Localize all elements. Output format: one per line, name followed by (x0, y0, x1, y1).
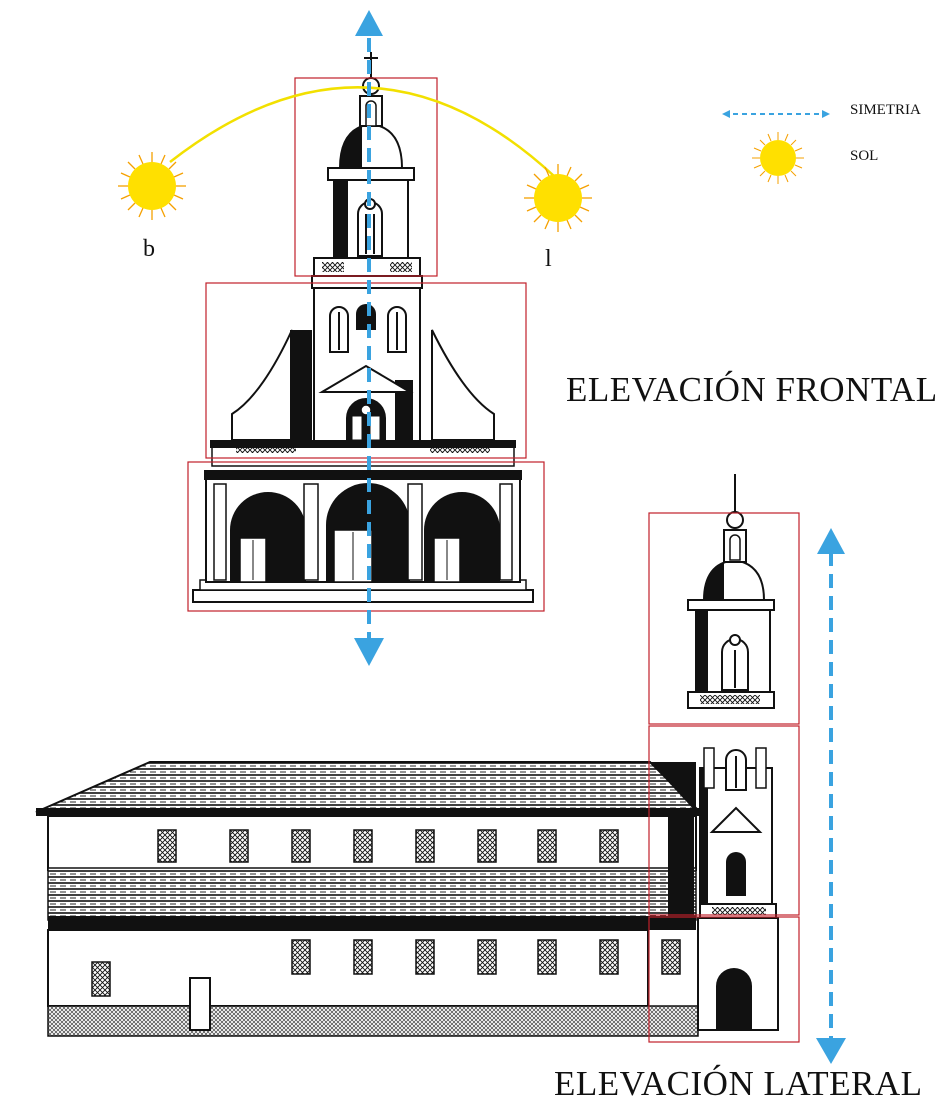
side-elevation-title: ELEVACIÓN LATERAL (554, 1064, 923, 1103)
side-tower-middle-module-box (648, 725, 800, 916)
sun-right-icon (524, 164, 592, 232)
sun-path-right-label: l (545, 246, 552, 272)
front-tower-module-box (294, 77, 438, 277)
side-symmetry-axis-icon (816, 528, 846, 1064)
side-tower-base-module-box (648, 916, 800, 1043)
side-tower-drawing (687, 474, 779, 1031)
front-elevation-title: ELEVACIÓN FRONTAL (566, 370, 938, 409)
side-tower-top-module-box (648, 512, 800, 725)
side-module-boxes (648, 512, 800, 1043)
sun-path-left-label: b (143, 236, 155, 262)
side-lower-windows (91, 939, 681, 997)
front-module-boxes (187, 77, 545, 612)
front-facade-module-box (205, 282, 527, 459)
sun-icon (752, 132, 804, 184)
side-elevation-drawing (35, 761, 703, 1037)
sun-left-icon (118, 152, 186, 220)
sun-path-arc (169, 86, 555, 177)
front-symmetry-axis-icon (354, 10, 384, 666)
front-elevation-drawing (192, 52, 534, 603)
symmetry-arrow-icon (722, 110, 830, 118)
legend (722, 110, 830, 184)
front-portico-module-box (187, 461, 545, 612)
legend-symmetry-label: SIMETRIA (850, 102, 921, 118)
side-upper-windows (157, 829, 619, 863)
legend-sun-label: SOL (850, 148, 879, 164)
